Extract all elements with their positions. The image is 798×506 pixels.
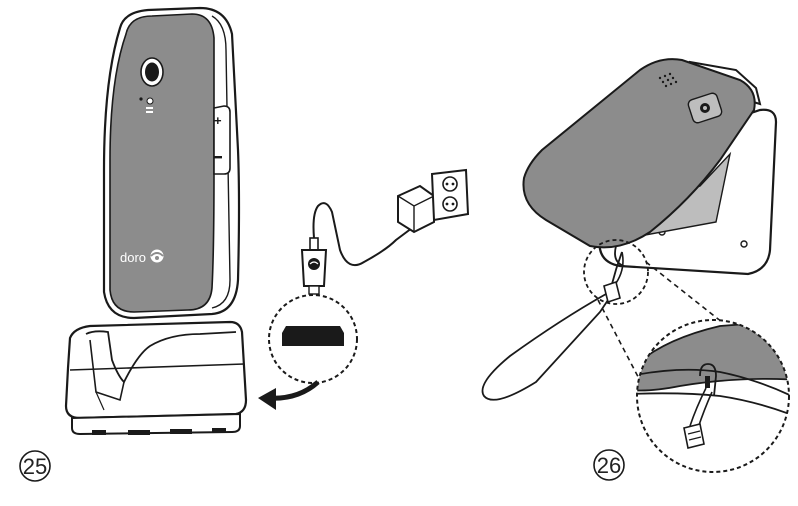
figure-26: b <box>481 58 790 481</box>
detail-marker <box>583 239 649 305</box>
lanyard-zoom-callout <box>636 319 790 473</box>
charging-cradle-icon <box>64 320 248 436</box>
charger-cable <box>312 202 413 266</box>
step-number-25: 25 <box>19 450 51 482</box>
step-number-26: 26 <box>593 449 625 481</box>
brand-logo-text: doro <box>120 250 146 265</box>
step-number-26-label: 26 <box>597 453 621 478</box>
zoom-connector-lines <box>597 261 733 393</box>
speaker-grille <box>658 72 678 88</box>
svg-text:+: + <box>214 113 222 128</box>
usb-plug-icon <box>300 237 328 295</box>
power-adapter-icon <box>397 184 435 234</box>
step-number-25-label: 25 <box>23 454 47 479</box>
brand-logo-icon <box>150 249 164 263</box>
phone-back-icon: b <box>522 58 778 276</box>
phone-icon: + doro <box>102 6 241 320</box>
lanyard-icon <box>481 251 624 401</box>
figure-25: + doro <box>19 6 470 482</box>
wall-socket-icon <box>430 168 470 222</box>
connector-zoom-callout <box>268 294 358 384</box>
insert-arrow-icon <box>258 380 320 410</box>
